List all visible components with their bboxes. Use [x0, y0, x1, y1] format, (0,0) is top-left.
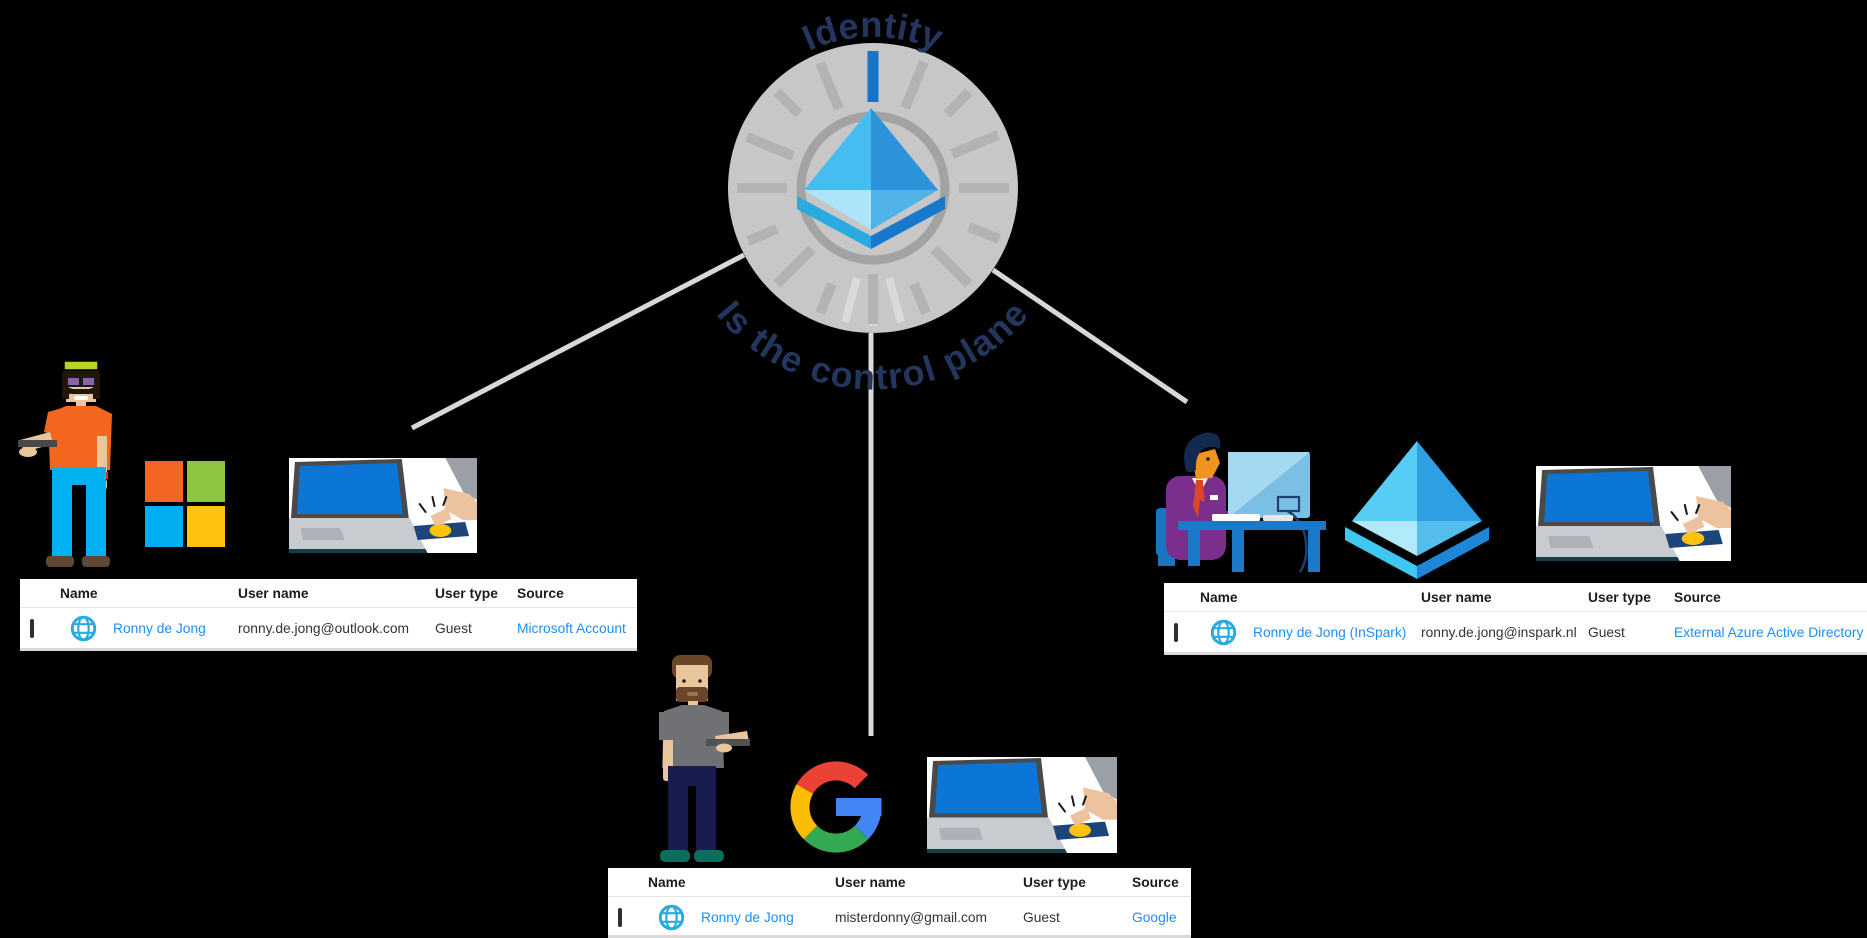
user-name-link[interactable]: Ronny de Jong (InSpark) [1253, 624, 1407, 640]
column-header-usertype: User type [435, 585, 498, 601]
column-header-usertype: User type [1588, 589, 1651, 605]
laptop-fingerprint-icon [289, 458, 477, 553]
table-header: Name User name User type Source [1164, 583, 1867, 612]
table-row[interactable]: Ronny de Jong (InSpark) ronny.de.jong@in… [1164, 612, 1867, 652]
column-header-source: Source [517, 585, 564, 601]
external-azure-ad-user-table: Name User name User type Source Ronny de… [1164, 583, 1867, 655]
user-name-link[interactable]: Ronny de Jong [701, 909, 794, 925]
row-checkbox[interactable] [1174, 622, 1178, 642]
column-header-name: Name [1200, 589, 1238, 605]
dial-ticks [737, 60, 1009, 324]
connector-lines [410, 252, 1189, 736]
google-logo-icon [790, 761, 882, 853]
source-link[interactable]: Google [1132, 909, 1177, 925]
connector-line-left [410, 252, 746, 431]
column-header-source: Source [1132, 874, 1179, 890]
column-header-username: User name [835, 874, 906, 890]
user-name-link[interactable]: Ronny de Jong [113, 620, 206, 636]
column-header-usertype: User type [1023, 874, 1086, 890]
connector-line-right [991, 267, 1189, 405]
source-link[interactable]: Microsoft Account [517, 620, 626, 636]
table-row[interactable]: Ronny de Jong misterdonny@gmail.com Gues… [608, 897, 1191, 937]
user-type: Guest [1023, 909, 1060, 925]
azure-ad-logo-icon [797, 108, 945, 249]
user-principal-name: ronny.de.jong@outlook.com [238, 620, 409, 636]
azure-ad-logo-icon [1345, 441, 1489, 579]
source-link[interactable]: External Azure Active Directory [1674, 624, 1864, 640]
user-principal-name: misterdonny@gmail.com [835, 909, 988, 925]
row-checkbox[interactable] [618, 907, 622, 927]
user-type: Guest [1588, 624, 1625, 640]
column-header-source: Source [1674, 589, 1721, 605]
column-header-username: User name [238, 585, 309, 601]
table-header: Name User name User type Source [20, 579, 637, 608]
hipster-character-illustration [18, 360, 112, 567]
column-header-username: User name [1421, 589, 1492, 605]
laptop-fingerprint-icon [927, 757, 1117, 853]
laptop-fingerprint-icon [1536, 466, 1731, 561]
bearded-character-illustration [659, 655, 750, 862]
table-row[interactable]: Ronny de Jong ronny.de.jong@outlook.com … [20, 608, 637, 648]
row-checkbox[interactable] [30, 618, 34, 638]
globe-avatar-icon [70, 615, 97, 641]
office-worker-character-illustration [1156, 432, 1326, 573]
user-principal-name: ronny.de.jong@inspark.nl [1421, 624, 1577, 640]
column-header-name: Name [648, 874, 686, 890]
table-header: Name User name User type Source [608, 868, 1191, 897]
globe-avatar-icon [1210, 619, 1237, 645]
microsoft-account-user-table: Name User name User type Source Ronny de… [20, 579, 637, 651]
column-header-name: Name [60, 585, 98, 601]
google-user-table: Name User name User type Source Ronny de… [608, 868, 1191, 938]
microsoft-logo-icon [145, 461, 225, 547]
globe-avatar-icon [658, 904, 685, 930]
user-type: Guest [435, 620, 472, 636]
identity-dial-icon [728, 43, 1018, 333]
